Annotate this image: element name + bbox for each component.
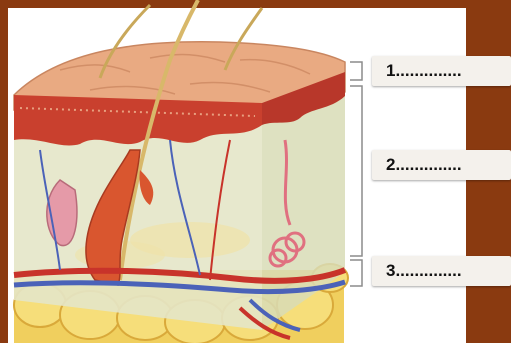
label-epidermis-blank: 1..............	[372, 56, 511, 86]
label-hypodermis-blank: 3..............	[372, 256, 511, 286]
label-dermis-blank: 2..............	[372, 150, 511, 180]
layer-brackets	[350, 62, 362, 286]
